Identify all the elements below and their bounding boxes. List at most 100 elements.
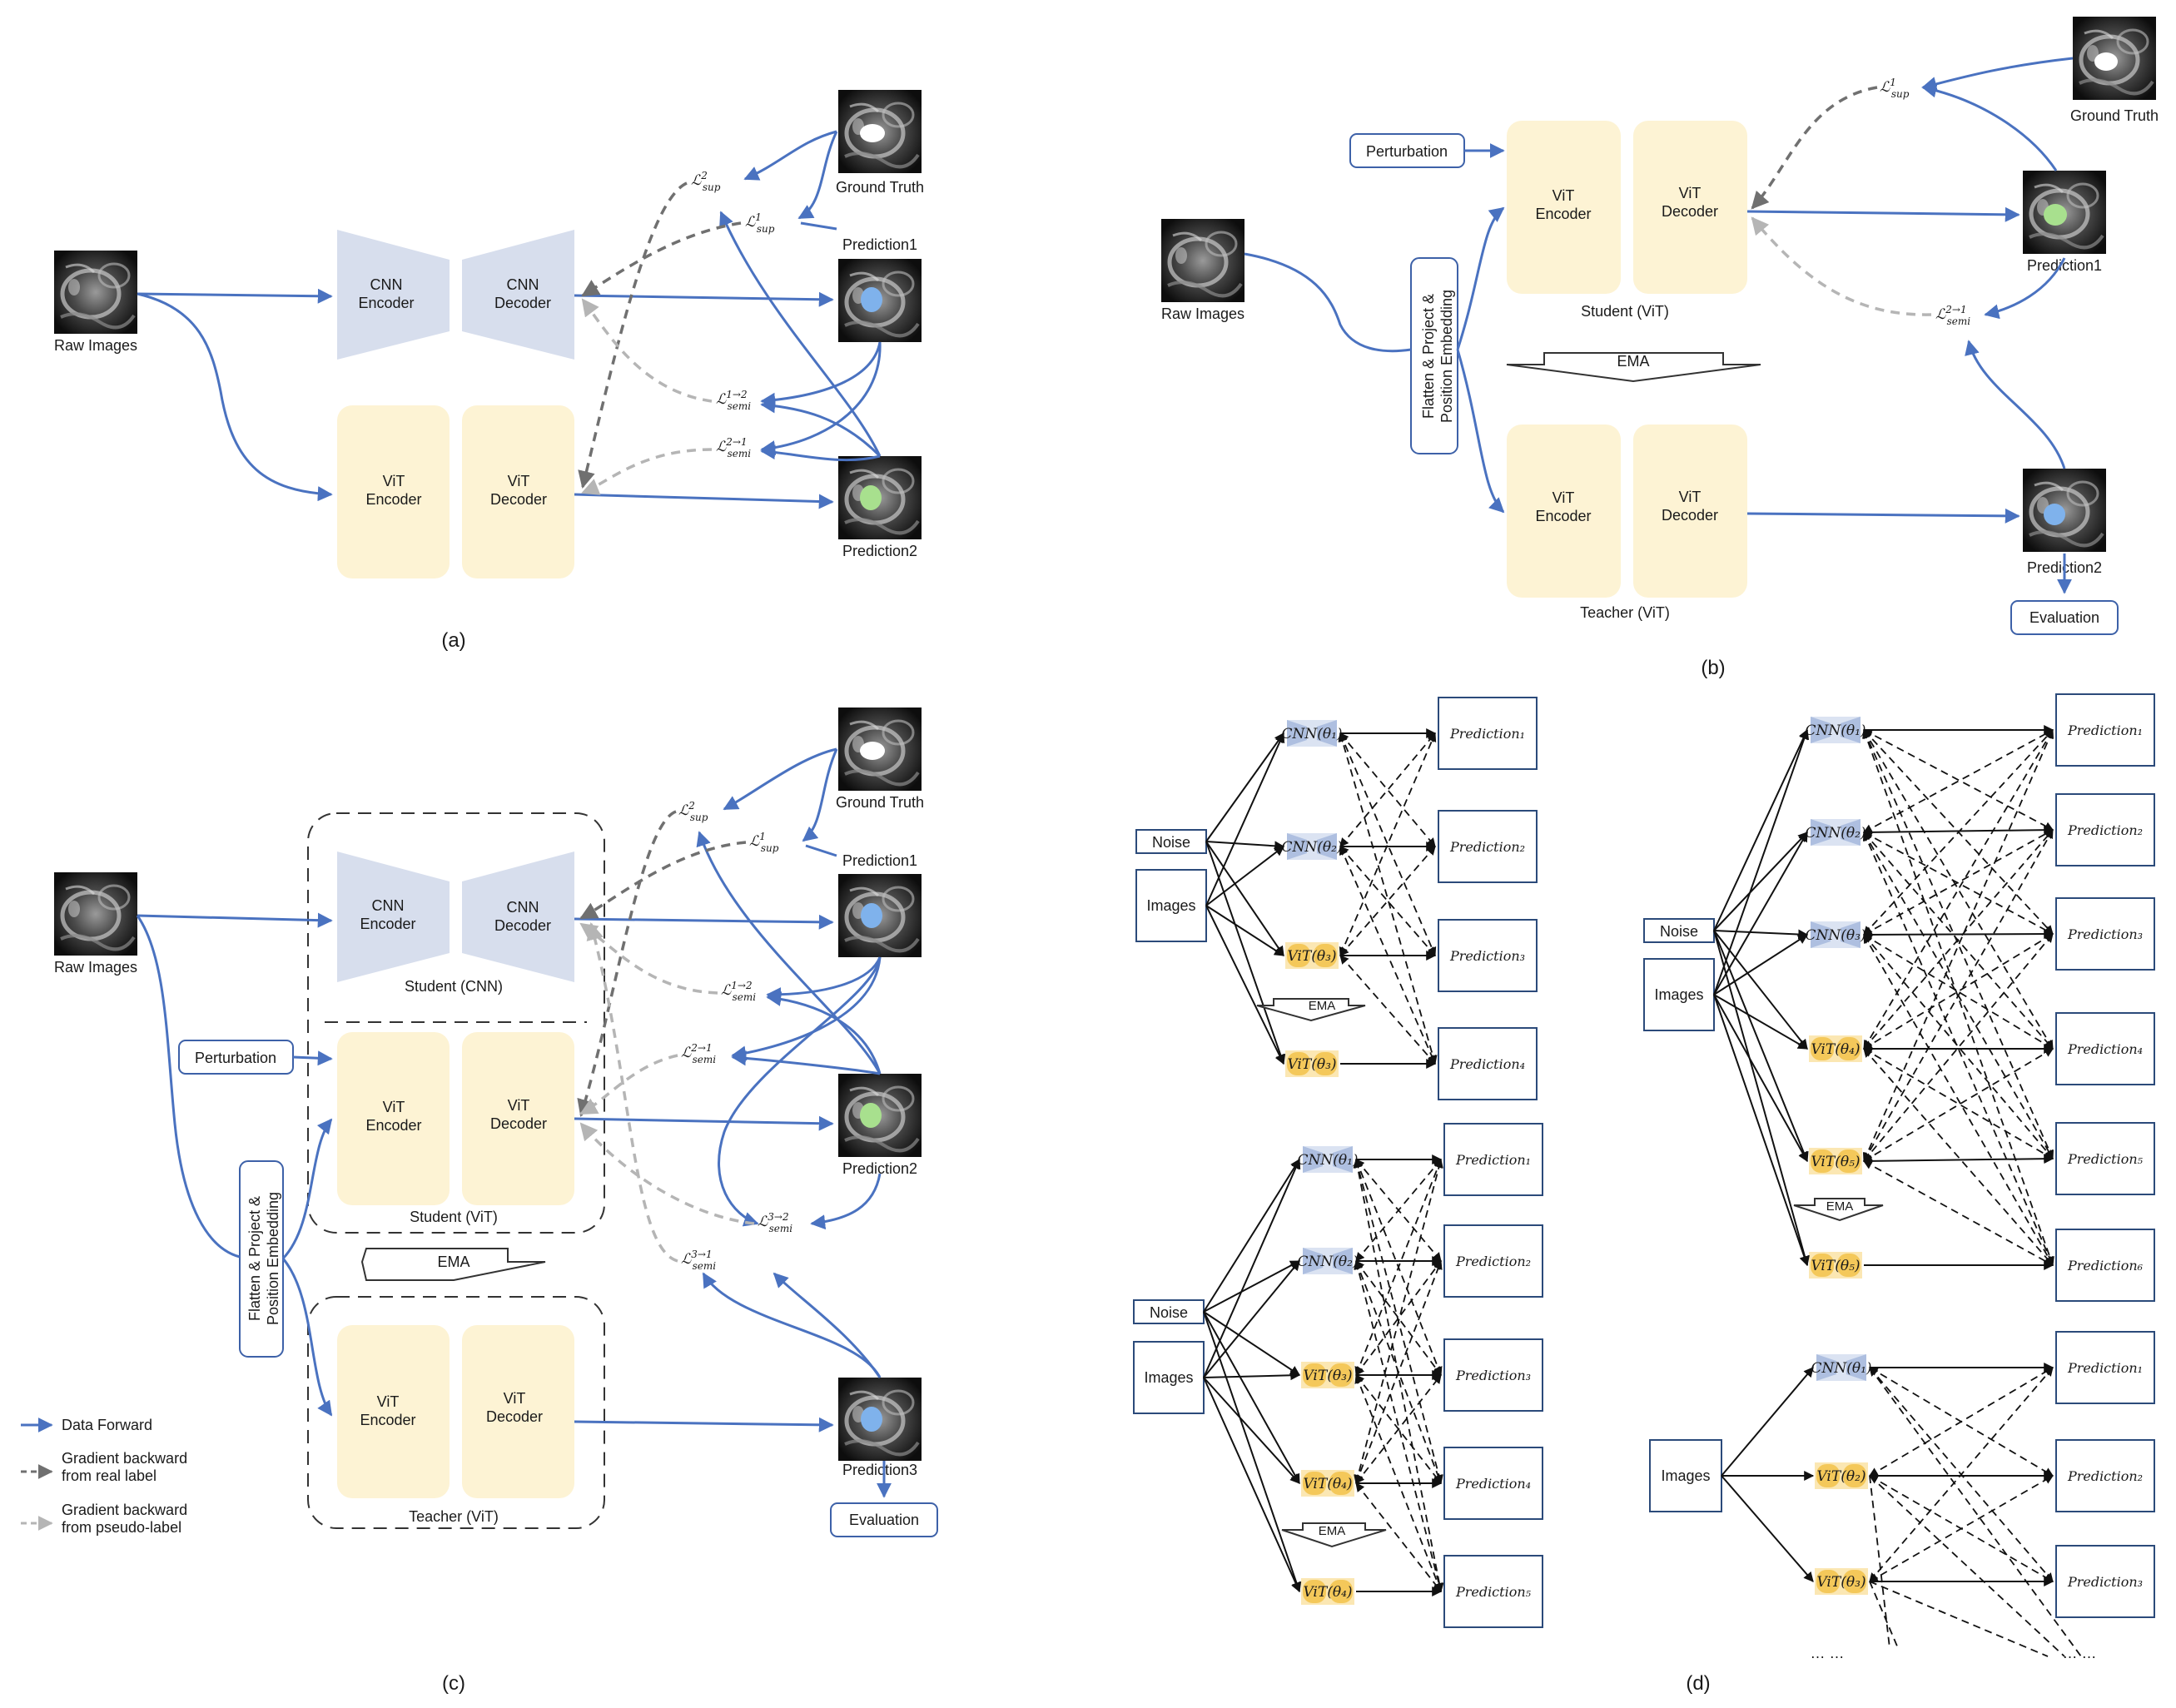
model-sub2-4: ViT(θ₄) xyxy=(1301,1578,1354,1605)
prediction-sub3-2: Prediction₃ xyxy=(2055,897,2155,971)
model-label-sub3-0: CNN(θ₁) xyxy=(1805,722,1865,739)
ema-label-b: EMA xyxy=(1617,353,1649,370)
model-label-sub2-1: CNN(θ₂) xyxy=(1297,1254,1358,1270)
model-label-sub2-3: ViT(θ₄) xyxy=(1303,1476,1352,1492)
raw-images-label-b: Raw Images xyxy=(1161,305,1244,322)
d-sub2: Noise Images CNN(θ₁)CNN(θ₂)ViT(θ₃)ViT(θ₄… xyxy=(1133,1123,1543,1628)
model-sub2-2: ViT(θ₃) xyxy=(1301,1362,1354,1388)
model-label-sub1-2: ViT(θ₃) xyxy=(1287,948,1336,965)
student-cnn-label-c: Student (CNN) xyxy=(405,978,503,995)
model-sub1-2: ViT(θ₃) xyxy=(1285,942,1339,969)
raw-images-label: Raw Images xyxy=(54,337,137,354)
ema-arrow-c xyxy=(360,1248,546,1281)
model-sub3-2: CNN(θ₃) xyxy=(1805,921,1866,948)
student-vit-encoder-b xyxy=(1507,121,1621,294)
ema-label-d2: EMA xyxy=(1319,1524,1346,1538)
model-sub3-1: CNN(θ₂) xyxy=(1805,819,1866,846)
model-sub4-0: CNN(θ₁) xyxy=(1811,1354,1872,1381)
noise-box-d3 xyxy=(1643,918,1715,943)
teacher-vit-encoder-c xyxy=(337,1325,450,1498)
prediction3-thumb-c xyxy=(838,1378,922,1461)
prediction-label-sub2-1: Prediction₂ xyxy=(1455,1254,1531,1269)
cnn-encoder-block xyxy=(337,230,450,360)
prediction-label-sub1-2: Prediction₃ xyxy=(1449,948,1525,964)
ground-truth-label: Ground Truth xyxy=(836,179,924,196)
model-sub4-2: ViT(θ₃) xyxy=(1815,1568,1868,1595)
raw-image-thumb-c xyxy=(54,872,137,956)
prediction1-thumb-b xyxy=(2023,171,2106,254)
prediction-sub3-3: Prediction₄ xyxy=(2055,1012,2155,1085)
evaluation-label-b: Evaluation xyxy=(2029,609,2099,626)
prediction-label-sub2-3: Prediction₄ xyxy=(1455,1476,1531,1492)
images-label-d2: Images xyxy=(1144,1369,1193,1386)
teacher-group-c xyxy=(307,1296,605,1529)
prediction-label-sub4-2: Prediction₃ xyxy=(2067,1574,2143,1590)
prediction3-label-c: Prediction3 xyxy=(842,1462,917,1478)
images-label-d1: Images xyxy=(1146,897,1195,914)
vit-decoder-block xyxy=(462,405,574,578)
caption-d: (d) xyxy=(1686,1672,1710,1695)
prediction-sub4-2: Prediction₃ xyxy=(2055,1545,2155,1618)
ema-label-d3: EMA xyxy=(1826,1199,1854,1214)
images-label-d4: Images xyxy=(1661,1467,1710,1484)
prediction-sub3-0: Prediction₁ xyxy=(2055,693,2155,767)
panel-b: Raw Images Perturbation Flatten & Projec… xyxy=(1161,17,2159,679)
evaluation-box-c xyxy=(830,1502,938,1537)
prediction1-label-b: Prediction1 xyxy=(2027,257,2102,274)
student-vit-label-c: Student (ViT) xyxy=(410,1209,498,1225)
prediction-label-sub3-1: Prediction₂ xyxy=(2067,822,2143,838)
model-label-sub4-2: ViT(θ₃) xyxy=(1816,1574,1865,1591)
raw-images-label-c: Raw Images xyxy=(54,959,137,976)
ground-truth-thumb-c xyxy=(838,708,922,791)
model-label-sub3-1: CNN(θ₂) xyxy=(1805,825,1865,842)
ema-label-c: EMA xyxy=(437,1254,469,1270)
ground-truth-label-c: Ground Truth xyxy=(836,794,924,811)
raw-image-thumb-b xyxy=(1161,219,1244,302)
d-sub1: Noise Images CNN(θ₁)CNN(θ₂)ViT(θ₃)ViT(θ₃… xyxy=(1135,697,1538,1100)
images-box-d4 xyxy=(1649,1439,1722,1512)
model-sub3-0: CNN(θ₁) xyxy=(1805,717,1866,743)
ground-truth-thumb xyxy=(838,90,922,173)
raw-image-thumb xyxy=(54,251,137,334)
prediction-sub3-4: Prediction₅ xyxy=(2055,1122,2155,1195)
caption-b: (b) xyxy=(1701,657,1725,679)
prediction2-thumb-b xyxy=(2023,469,2106,552)
ellipsis-right-d4: … … xyxy=(2062,1645,2096,1661)
teacher-vit-decoder-c xyxy=(462,1325,574,1498)
prediction-label-sub2-0: Prediction₁ xyxy=(1455,1152,1531,1168)
ema-arrow-d3 xyxy=(1793,1198,1884,1222)
model-label-sub4-0: CNN(θ₁) xyxy=(1811,1360,1871,1377)
model-sub2-1: CNN(θ₂) xyxy=(1297,1248,1359,1274)
ground-truth-thumb-b xyxy=(2073,17,2156,100)
prediction-label-sub3-5: Prediction₆ xyxy=(2067,1258,2144,1274)
prediction-label-sub3-4: Prediction₅ xyxy=(2067,1151,2144,1167)
student-vit-decoder-c xyxy=(462,1032,574,1205)
prediction-sub2-3: Prediction₄ xyxy=(1443,1447,1543,1520)
model-sub1-0: CNN(θ₁) xyxy=(1281,720,1343,747)
forward-arrows-b xyxy=(1244,57,2074,594)
model-label-sub3-4: ViT(θ₅) xyxy=(1811,1154,1860,1170)
cnn-decoder-block-c xyxy=(462,852,574,982)
ema-arrow-d2 xyxy=(1281,1522,1387,1548)
model-sub1-3: ViT(θ₃) xyxy=(1285,1050,1339,1077)
model-label-sub3-3: ViT(θ₄) xyxy=(1811,1041,1860,1058)
d-sub3: Noise Images CNN(θ₁)CNN(θ₂)CNN(θ₃)ViT(θ₄… xyxy=(1643,693,2155,1302)
prediction-label-sub1-3: Prediction₄ xyxy=(1449,1056,1525,1072)
model-sub3-5: ViT(θ₅) xyxy=(1809,1252,1862,1279)
model-sub3-3: ViT(θ₄) xyxy=(1809,1035,1862,1062)
